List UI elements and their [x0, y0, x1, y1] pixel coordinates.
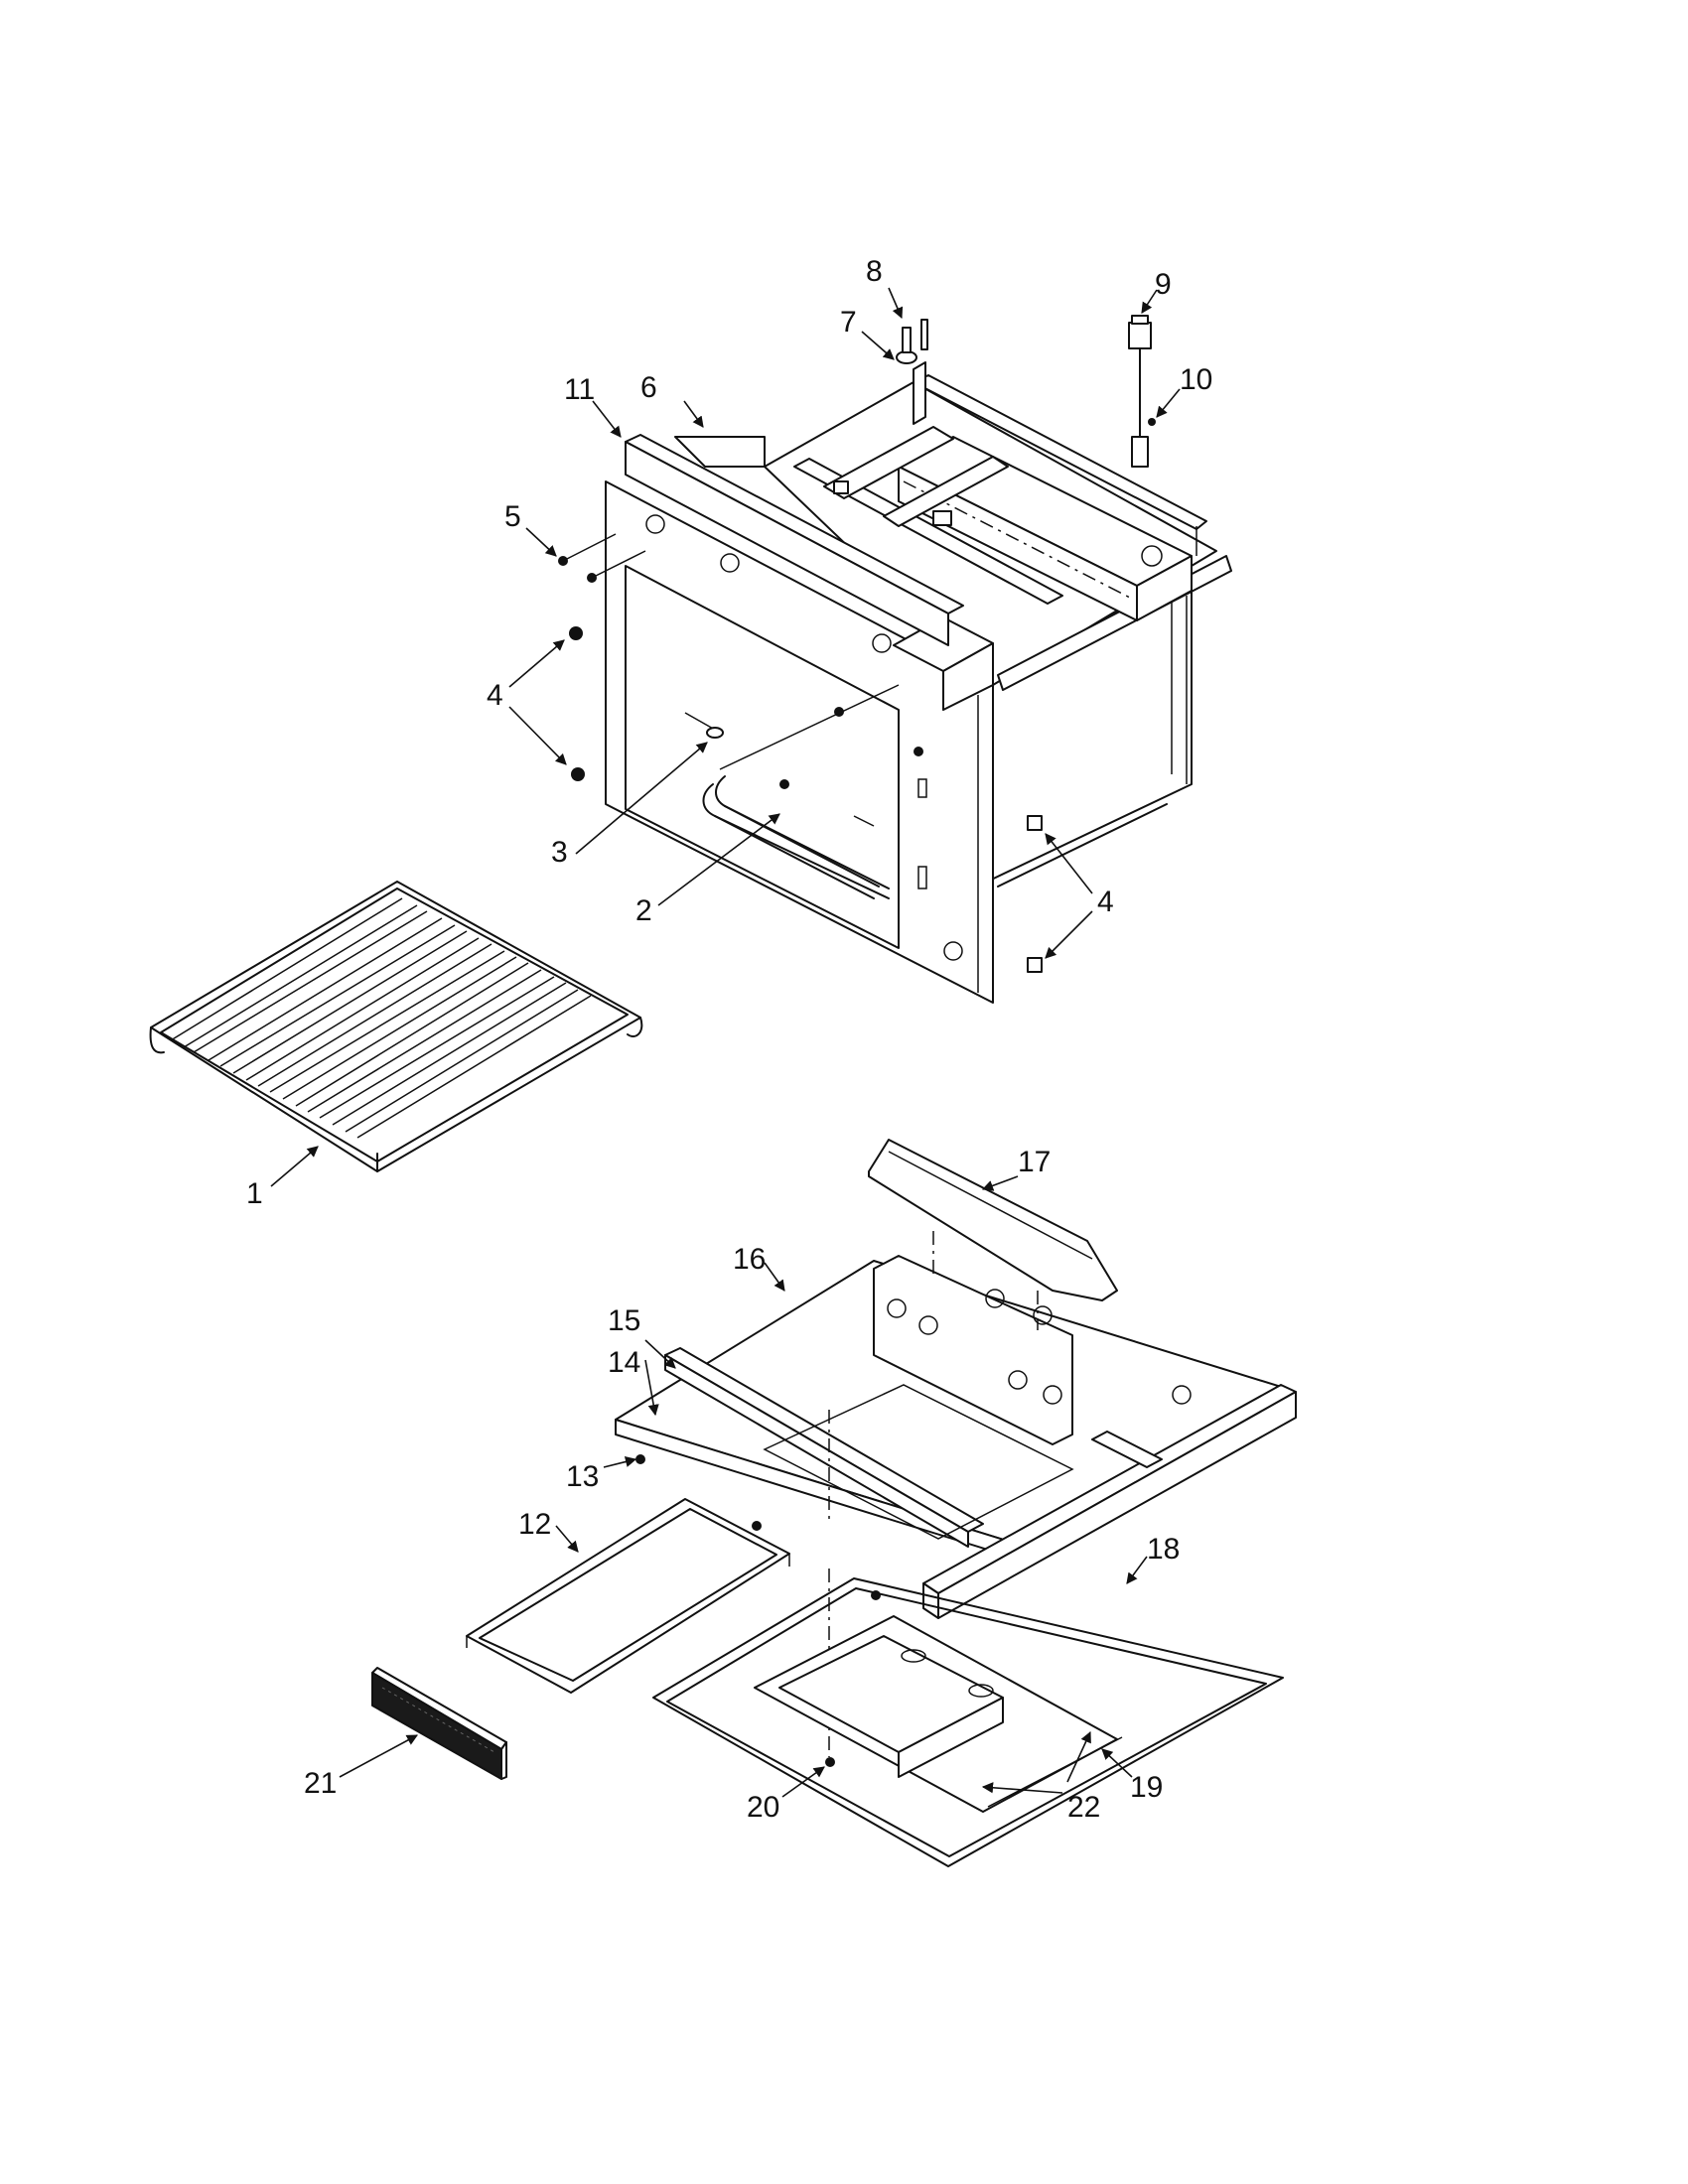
callout-4-right: 4	[1097, 886, 1114, 918]
callout-8: 8	[866, 255, 883, 288]
callout-5: 5	[504, 500, 521, 533]
callout-3: 3	[551, 836, 568, 869]
callout-labels: 1 2 3 4 4 5 6 7 8 9 10 11 12 13 14 15 16…	[246, 255, 1212, 1824]
callout-17: 17	[1018, 1146, 1051, 1178]
base-assembly	[371, 1139, 1297, 1867]
callout-10: 10	[1180, 363, 1212, 396]
callout-22: 22	[1067, 1791, 1100, 1824]
oven-rack	[149, 881, 643, 1172]
callout-14: 14	[608, 1346, 640, 1379]
callout-18: 18	[1147, 1533, 1180, 1566]
callout-4-left: 4	[487, 679, 503, 712]
oven-cavity-assembly	[558, 315, 1232, 1004]
callout-13: 13	[566, 1460, 599, 1493]
callout-1: 1	[246, 1177, 263, 1210]
callout-9: 9	[1155, 268, 1172, 301]
callout-21: 21	[304, 1767, 337, 1800]
callout-12: 12	[518, 1508, 551, 1541]
callout-6: 6	[640, 371, 657, 404]
leader-lines	[270, 287, 1181, 1798]
callout-16: 16	[733, 1243, 766, 1276]
callout-19: 19	[1130, 1771, 1163, 1804]
callout-15: 15	[608, 1304, 640, 1337]
callout-11: 11	[564, 373, 595, 406]
callout-20: 20	[747, 1791, 779, 1824]
callout-2: 2	[635, 894, 652, 927]
callout-7: 7	[840, 306, 857, 339]
